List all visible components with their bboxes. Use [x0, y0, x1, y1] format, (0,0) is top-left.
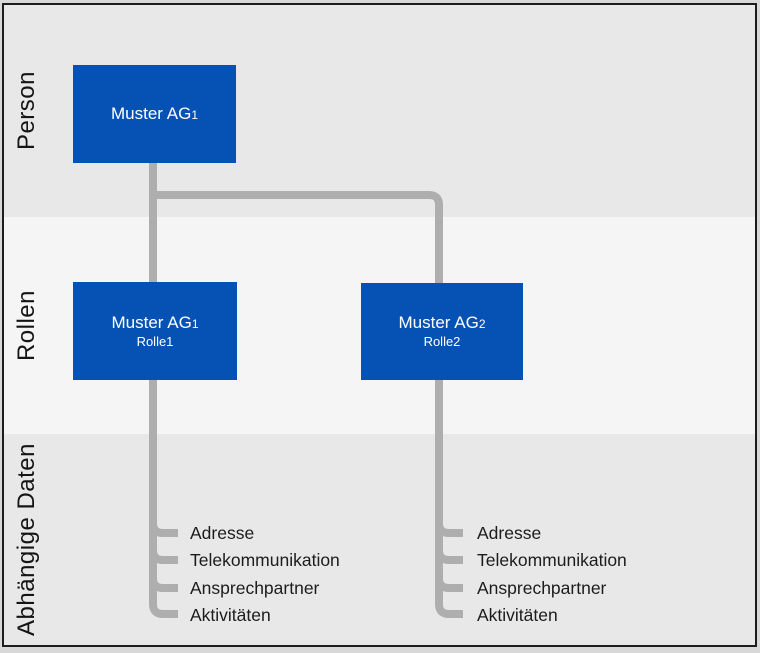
dep-item-left-adresse: Adresse: [190, 523, 255, 543]
dep-item-right-aktivitaeten: Aktivitäten: [477, 605, 558, 625]
band-label-person: Person: [4, 5, 50, 217]
role1-title: Muster AG1: [112, 313, 199, 334]
role1-subscript: 1: [191, 316, 199, 331]
connector-stub-right-2: [435, 549, 463, 564]
connector-stub-right-3: [435, 577, 463, 592]
connector-stub-left-2: [149, 549, 178, 564]
role1-title-text: Muster AG: [111, 312, 192, 332]
role-box-muster-ag1-rolle1: Muster AG1 Rolle1: [73, 282, 237, 380]
person-box-title: Muster AG1: [111, 104, 198, 125]
dep-item-right-adresse: Adresse: [477, 523, 542, 543]
role2-subscript: 2: [478, 317, 486, 331]
dep-item-left-ansprechpartner: Ansprechpartner: [190, 578, 320, 598]
person-box-muster-ag1: Muster AG1: [73, 65, 236, 163]
connector-lines: [149, 163, 463, 618]
diagram-frame: Person Rollen Abhängige Daten Muster AG1…: [2, 3, 757, 647]
band-label-rollen: Rollen: [4, 217, 50, 434]
dep-item-right-telekommunikation: Telekommunikation: [477, 550, 627, 570]
role2-title-text: Muster AG: [398, 313, 479, 332]
band-label-person-text: Person: [13, 71, 40, 151]
band-abhaengige-daten: [4, 434, 755, 645]
role2-subtitle: Rolle2: [423, 334, 461, 349]
connector-stub-left-1: [149, 522, 178, 537]
person-box-subscript: 1: [191, 107, 198, 122]
connector-trunk-left: [149, 163, 178, 618]
band-label-abhaengige-daten: Abhängige Daten: [4, 434, 50, 645]
role2-title: Muster AG2: [399, 313, 486, 334]
band-label-abhaengige-daten-text: Abhängige Daten: [13, 443, 40, 636]
role-box-muster-ag2-rolle2: Muster AG2 Rolle2: [361, 283, 523, 380]
band-label-rollen-text: Rollen: [13, 289, 40, 362]
connector-trunk-right: [153, 191, 463, 618]
dep-item-left-telekommunikation: Telekommunikation: [190, 550, 340, 570]
dep-item-left-aktivitaeten: Aktivitäten: [190, 605, 271, 625]
person-box-title-text: Muster AG: [111, 103, 192, 123]
role1-subtitle: Rolle1: [136, 333, 174, 349]
dep-item-right-ansprechpartner: Ansprechpartner: [477, 578, 607, 598]
connector-stub-right-1: [435, 522, 463, 537]
connector-stub-left-3: [149, 577, 178, 592]
